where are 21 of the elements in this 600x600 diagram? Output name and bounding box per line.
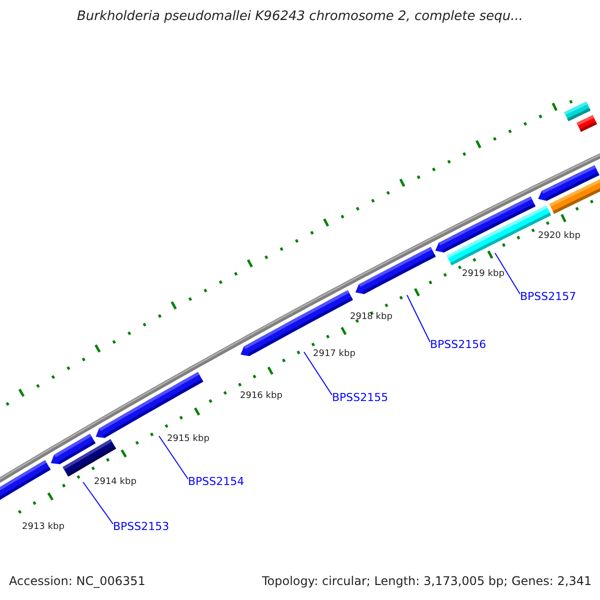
scale-label: 2913 kbp: [22, 523, 64, 533]
leader-line: [406, 294, 430, 342]
scale-label: 2916 kbp: [240, 392, 282, 402]
gene-label: BPSS2154: [188, 476, 244, 488]
gene-label: BPSS2153: [113, 521, 170, 534]
leader-line: [158, 436, 188, 480]
scale-label: 2920 kbp: [538, 232, 580, 242]
gene-label: BPSS2155: [332, 392, 388, 404]
gene-label: BPSS2156: [430, 339, 486, 352]
scale-label: 2914 kbp: [94, 478, 136, 488]
scale-label: 2915 kbp: [167, 435, 210, 445]
footer-text: Topology: circular; Length: 3,173,005 bp; Genes: 2,341: [262, 575, 592, 588]
leader-line: [494, 252, 520, 294]
gene-label: BPSS2157: [520, 291, 576, 304]
title: Burkholderia pseudomallei K96243 chromosome 2, complete sequ...: [76, 10, 524, 24]
leader-line: [82, 482, 114, 524]
scale-label: 2919 kbp: [462, 270, 504, 280]
scale-label: 2918 kbp: [350, 313, 392, 323]
footer-text: Accession: NC_006351: [9, 575, 146, 588]
leader-line: [304, 352, 332, 396]
scale-label: 2917 kbp: [313, 350, 356, 360]
